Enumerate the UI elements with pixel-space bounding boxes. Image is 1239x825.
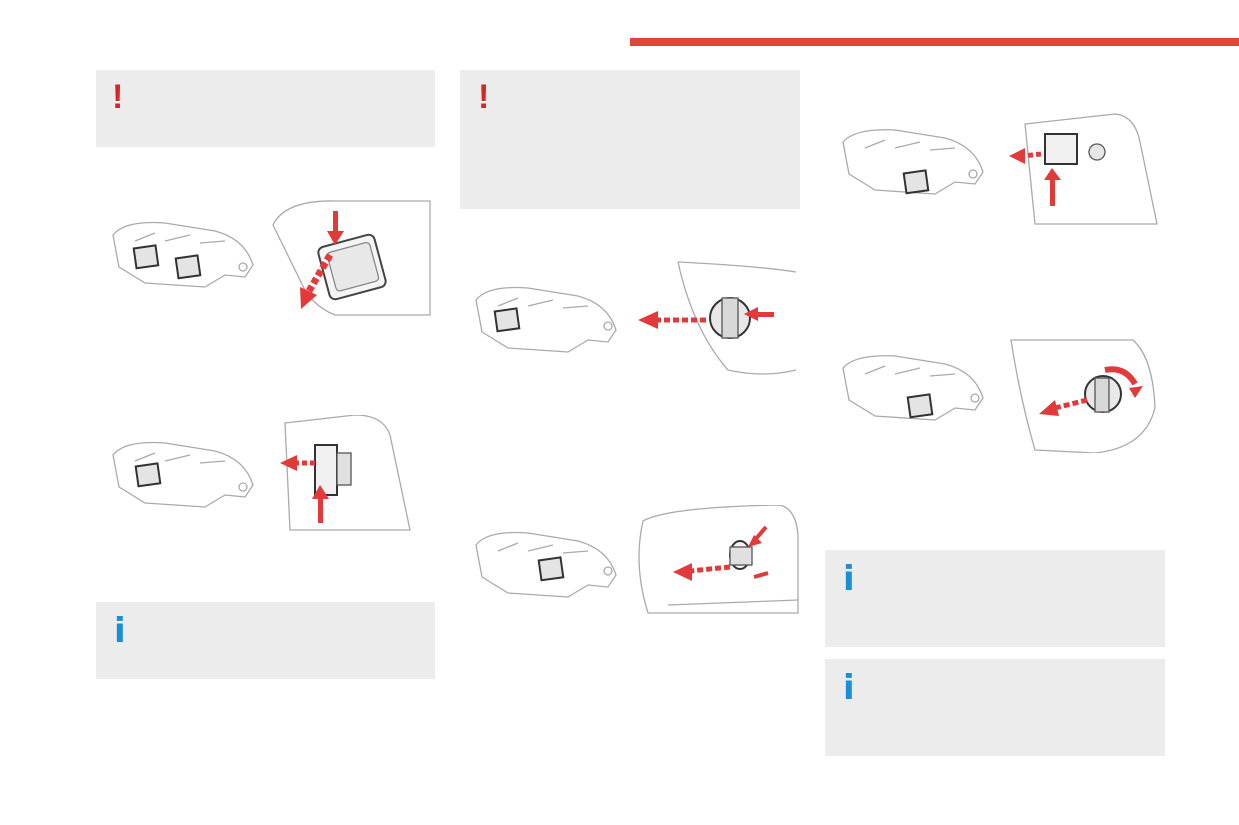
exclamation-icon: ! [112, 78, 124, 116]
headlamp-unit-drawing [475, 531, 617, 598]
cover-closeup-drawing [272, 200, 431, 316]
info-icon: i [114, 611, 126, 651]
connector-closeup-drawing [1024, 113, 1158, 225]
info-note-box: i [96, 602, 435, 679]
warning-note-box: ! [460, 70, 800, 209]
arrow-press-down [327, 211, 344, 245]
info-note-box: i [825, 659, 1165, 756]
arrow-pull-left [1039, 397, 1088, 416]
headlamp-unit-drawing [112, 221, 254, 288]
arrow-pull-left [638, 311, 706, 329]
headlamp-unit-drawing [842, 355, 984, 421]
warning-note-box: ! [96, 70, 435, 147]
headlamp-unit-drawing [842, 129, 984, 195]
bulb-closeup-drawing [638, 505, 799, 614]
illustration-bulb-holder-rotation [468, 260, 800, 378]
illustration-headlamp-cover-removal [105, 195, 435, 320]
illustration-bulb-connector-removal [105, 415, 435, 533]
section-color-bar [630, 38, 1239, 46]
arrow-push-up [1044, 168, 1061, 206]
holder-closeup-drawing [677, 261, 797, 375]
arrow-pull-left [1009, 148, 1042, 164]
info-icon: i [843, 668, 855, 708]
illustration-bulb-extraction [468, 505, 800, 615]
connector-closeup-drawing [284, 415, 411, 531]
arrow-push-left [744, 307, 774, 321]
arrow-rotate-head [1129, 386, 1143, 398]
info-note-box: i [825, 550, 1165, 647]
arrow-push-up [312, 485, 329, 523]
arrow-pull-left [673, 563, 731, 581]
headlamp-unit-drawing [475, 286, 617, 353]
arrow-rotate [1104, 366, 1138, 386]
headlamp-unit-drawing [112, 441, 254, 508]
arrow-pull-out [300, 253, 334, 309]
info-icon: i [843, 559, 855, 599]
holder-closeup-drawing [1010, 339, 1156, 453]
illustration-bulb-holder-turn [835, 338, 1165, 453]
illustration-rear-connector-removal [835, 112, 1165, 227]
exclamation-icon: ! [478, 78, 490, 116]
arrow-press-clip [748, 525, 769, 579]
arrow-pull-left [280, 455, 315, 471]
